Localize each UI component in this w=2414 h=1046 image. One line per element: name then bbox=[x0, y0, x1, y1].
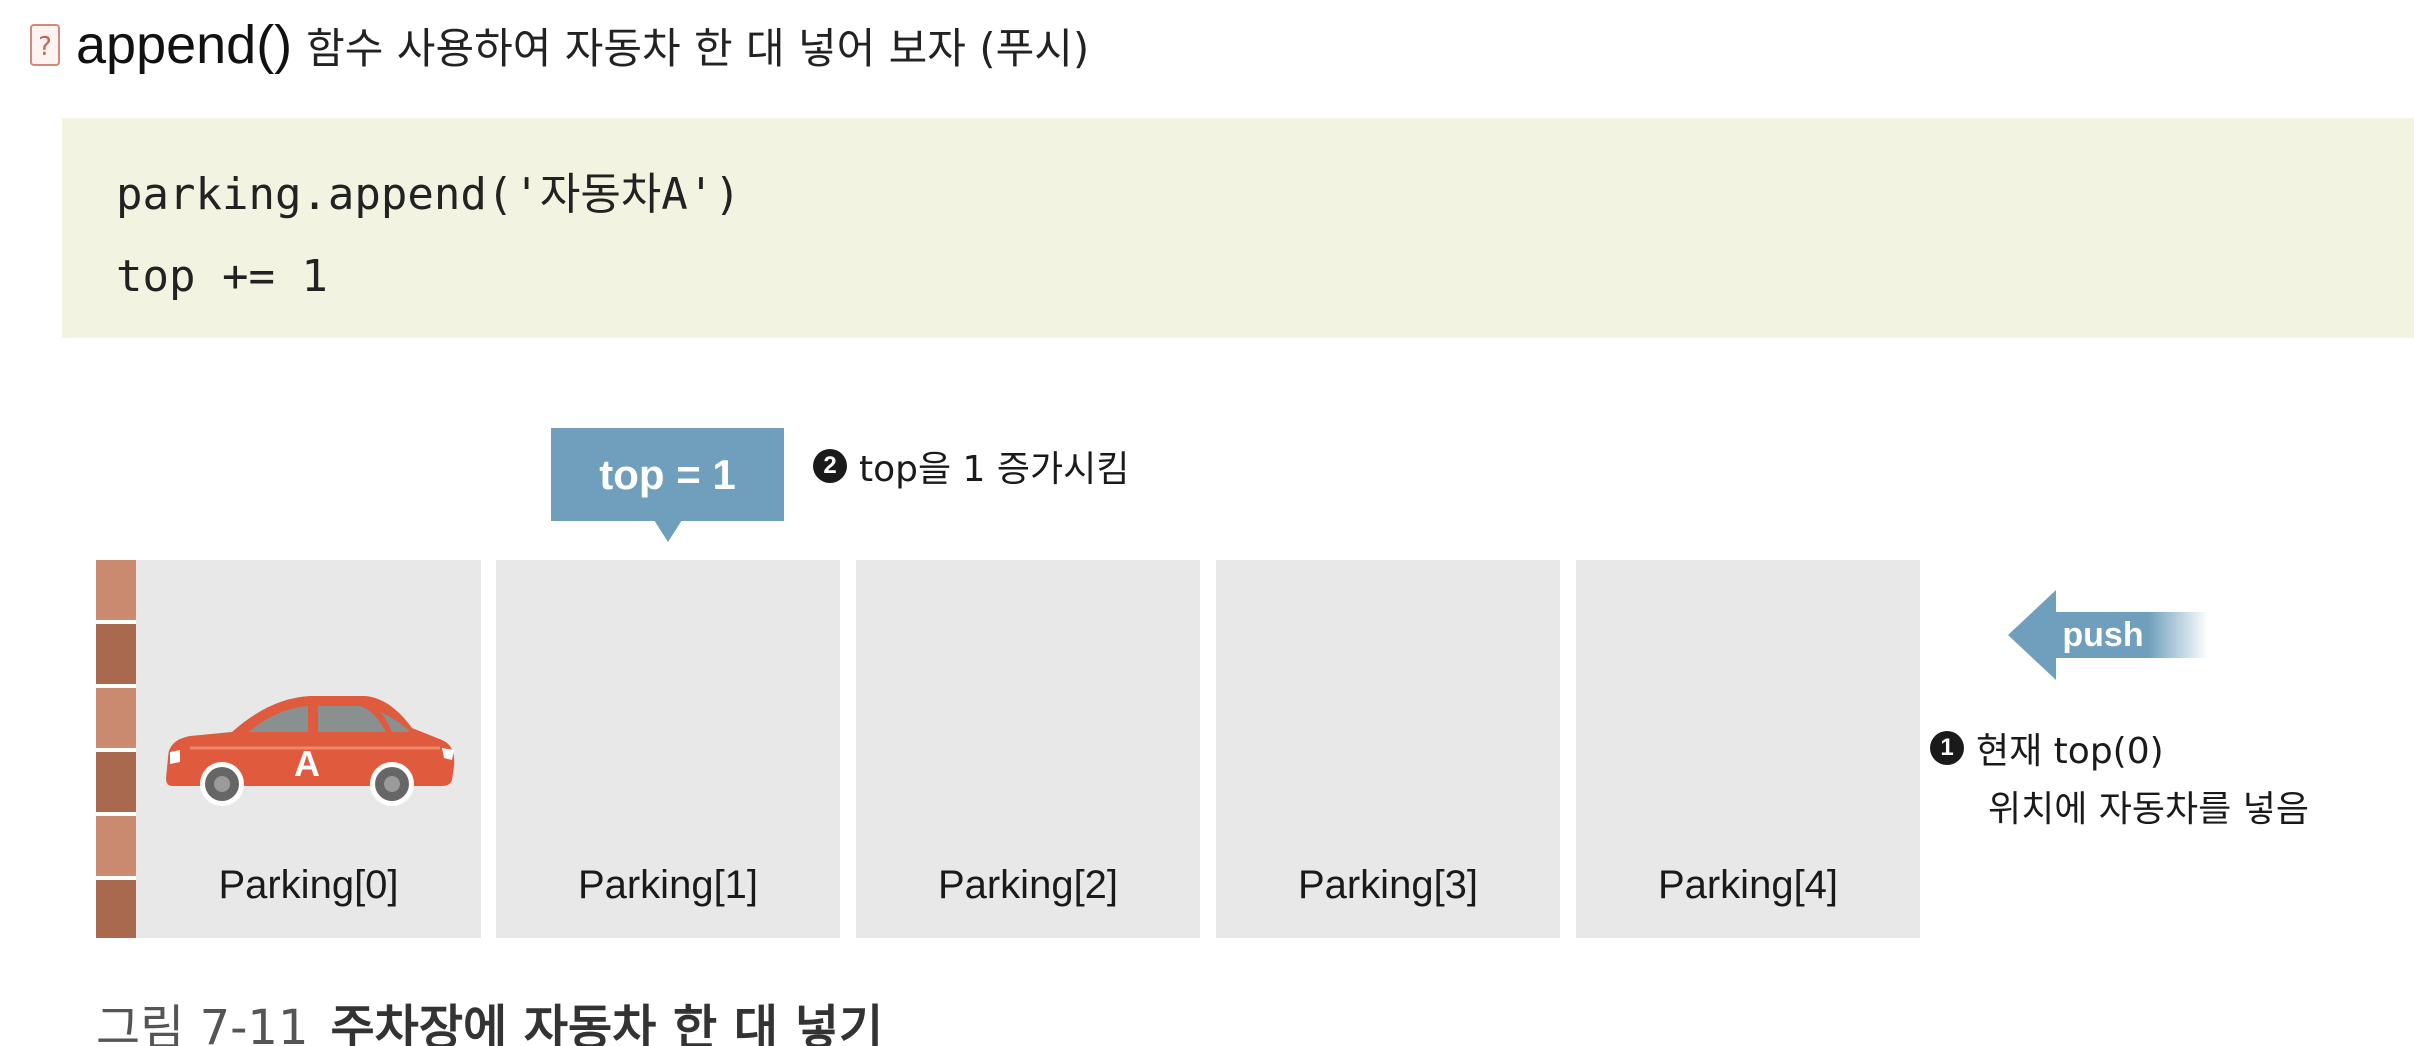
figure-caption: 그림 7-11 주차장에 자동차 한 대 넣기 bbox=[96, 988, 883, 1046]
push-label: push bbox=[2062, 616, 2144, 654]
parking-slot-label: Parking[1] bbox=[577, 863, 759, 907]
parking-slot-label: Parking[4] bbox=[1657, 863, 1839, 907]
parking-slot-label: Parking[2] bbox=[937, 863, 1119, 907]
top-pointer-box: top = 1 bbox=[551, 428, 784, 521]
figure-caption-title: 주차장에 자동차 한 대 넣기 bbox=[330, 1000, 884, 1046]
parking-slot-label: Parking[0] bbox=[218, 863, 399, 907]
code-line-2: top += 1 bbox=[116, 251, 328, 302]
code-line-1: parking.append('자동차A') bbox=[116, 169, 741, 220]
car-icon: A bbox=[166, 696, 455, 806]
parking-slot-2: Parking[2] bbox=[856, 560, 1200, 938]
help-icon[interactable]: ? bbox=[30, 24, 60, 66]
step-2-annotation: 2 top을 1 증가시킴 bbox=[813, 440, 1129, 492]
heading-function-name: append() bbox=[76, 15, 293, 75]
step-1-annotation: 1 현재 top(0) 위치에 자동차를 넣음 bbox=[1930, 722, 2309, 832]
parking-slot-4: Parking[4] bbox=[1576, 560, 1920, 938]
step-1-text-line1: 현재 top(0) bbox=[1976, 731, 2164, 772]
parking-slot-3: Parking[3] bbox=[1216, 560, 1560, 938]
section-heading: ? append() 함수 사용하여 자동차 한 대 넣어 보자 (푸시) bbox=[30, 8, 1089, 82]
brick-wall bbox=[96, 560, 136, 938]
figure-caption-number: 그림 7-11 bbox=[96, 1000, 309, 1046]
parking-slot-1: Parking[1] bbox=[496, 560, 840, 938]
heading-description: 함수 사용하여 자동차 한 대 넣어 보자 (푸시) bbox=[306, 23, 1090, 73]
push-arrow-icon bbox=[2008, 590, 2208, 680]
top-pointer-arrow bbox=[654, 520, 682, 542]
step-2-number: 2 bbox=[813, 449, 847, 483]
car-letter: A bbox=[294, 743, 320, 784]
code-block: parking.append('자동차A') top += 1 bbox=[62, 118, 2414, 338]
step-2-text: top을 1 증가시킴 bbox=[859, 449, 1130, 490]
parking-slot-label: Parking[3] bbox=[1297, 863, 1479, 907]
step-1-text-line2: 위치에 자동차를 넣음 bbox=[1988, 789, 2309, 830]
step-1-number: 1 bbox=[1930, 731, 1964, 765]
